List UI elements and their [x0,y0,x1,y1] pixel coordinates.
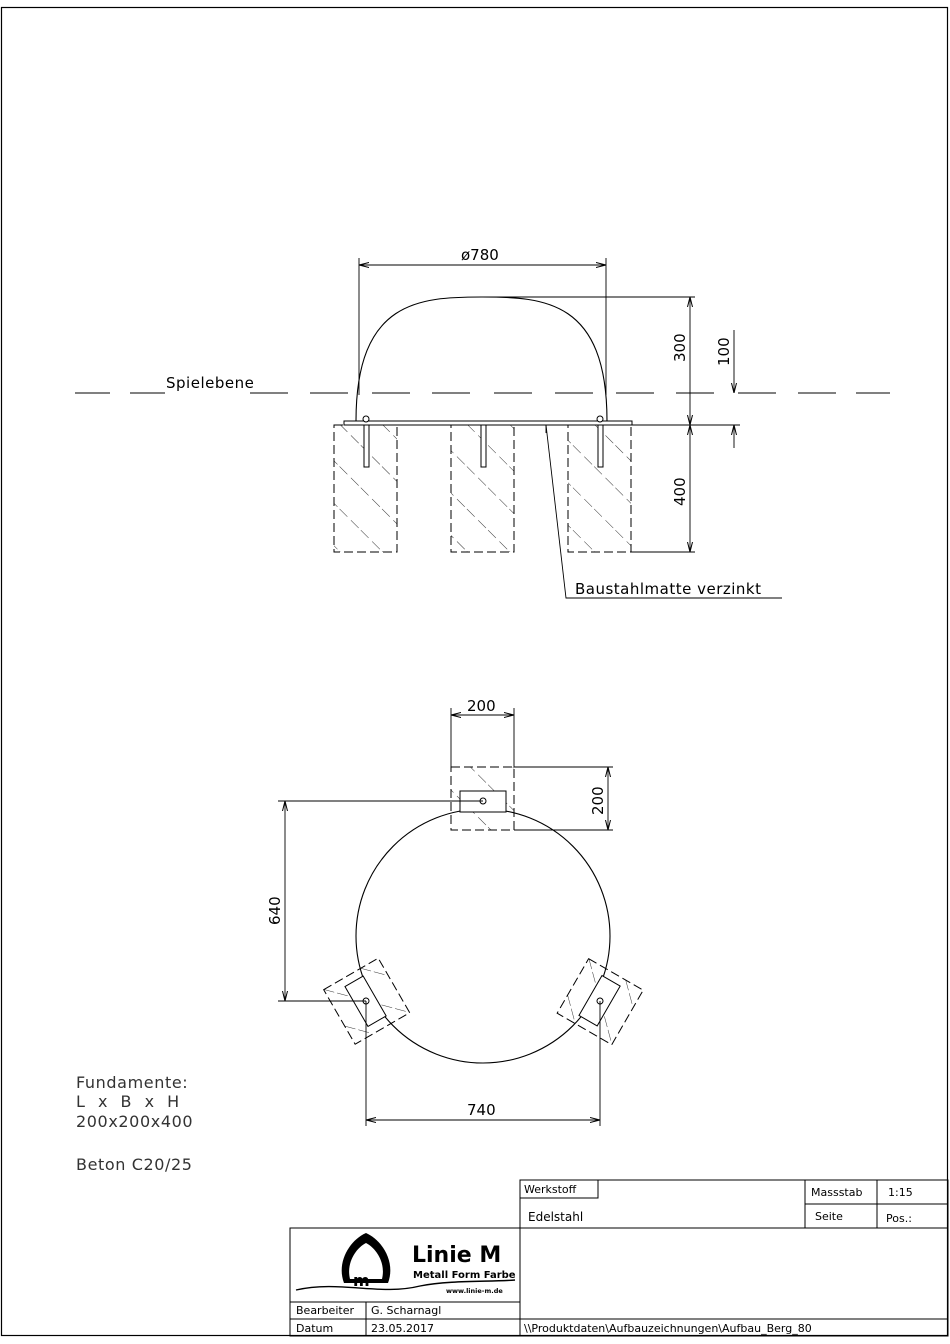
author-label: Bearbeiter [296,1304,354,1317]
dome-outline [356,297,607,421]
dim-plan-width [451,708,514,767]
dim-offset-label: 100 [715,337,733,366]
dim-plan-length-label: 200 [589,786,607,815]
file-path: \\Produktdaten\Aufbauzeichnungen\Aufbau_… [524,1322,812,1335]
logo-subtitle: Metall Form Farbe [413,1270,516,1281]
foundation-notes: Fundamente: L x B x H 200x200x400 Beton … [76,1073,193,1174]
dim-diameter-label: ø780 [461,246,499,264]
dim-plan-spacing-label: 740 [467,1101,496,1119]
dim-diameter [359,258,606,395]
dim-plan-span-label: 640 [266,896,284,925]
dim-plan-width-label: 200 [467,697,496,715]
notes-line-4: Beton C20/25 [76,1155,193,1174]
scale-label: Massstab [811,1186,862,1199]
brand-logo: m Linie M Metall Form Farbe www.linie-m.… [296,1233,516,1295]
dim-height [484,297,695,425]
mesh-label: Baustahlmatte verzinkt [575,580,762,598]
logo-url: www.linie-m.de [446,1287,503,1295]
material-value: Edelstahl [528,1210,583,1224]
dim-depth-label: 400 [671,477,689,506]
date-value: 23.05.2017 [371,1322,434,1335]
sheet-border [2,8,948,1336]
dome-plan-circle [356,809,610,1063]
dim-height-label: 300 [671,333,689,362]
author-value: G. Scharnagl [371,1304,441,1317]
side-view: Spielebene ø780 300 [75,246,890,598]
notes-line-3: 200x200x400 [76,1112,193,1131]
base-plate [344,421,632,425]
notes-line-1: Fundamente: [76,1073,188,1092]
scale-value: 1:15 [888,1186,913,1199]
ground-label: Spielebene [166,374,254,392]
material-label: Werkstoff [524,1183,577,1196]
page-label: Seite [815,1210,843,1223]
logo-title: Linie M [412,1243,501,1268]
date-label: Datum [296,1322,333,1335]
notes-line-2: L x B x H [76,1092,183,1111]
pos-label: Pos.: [886,1212,912,1225]
top-view: 200 200 640 740 [266,697,643,1126]
